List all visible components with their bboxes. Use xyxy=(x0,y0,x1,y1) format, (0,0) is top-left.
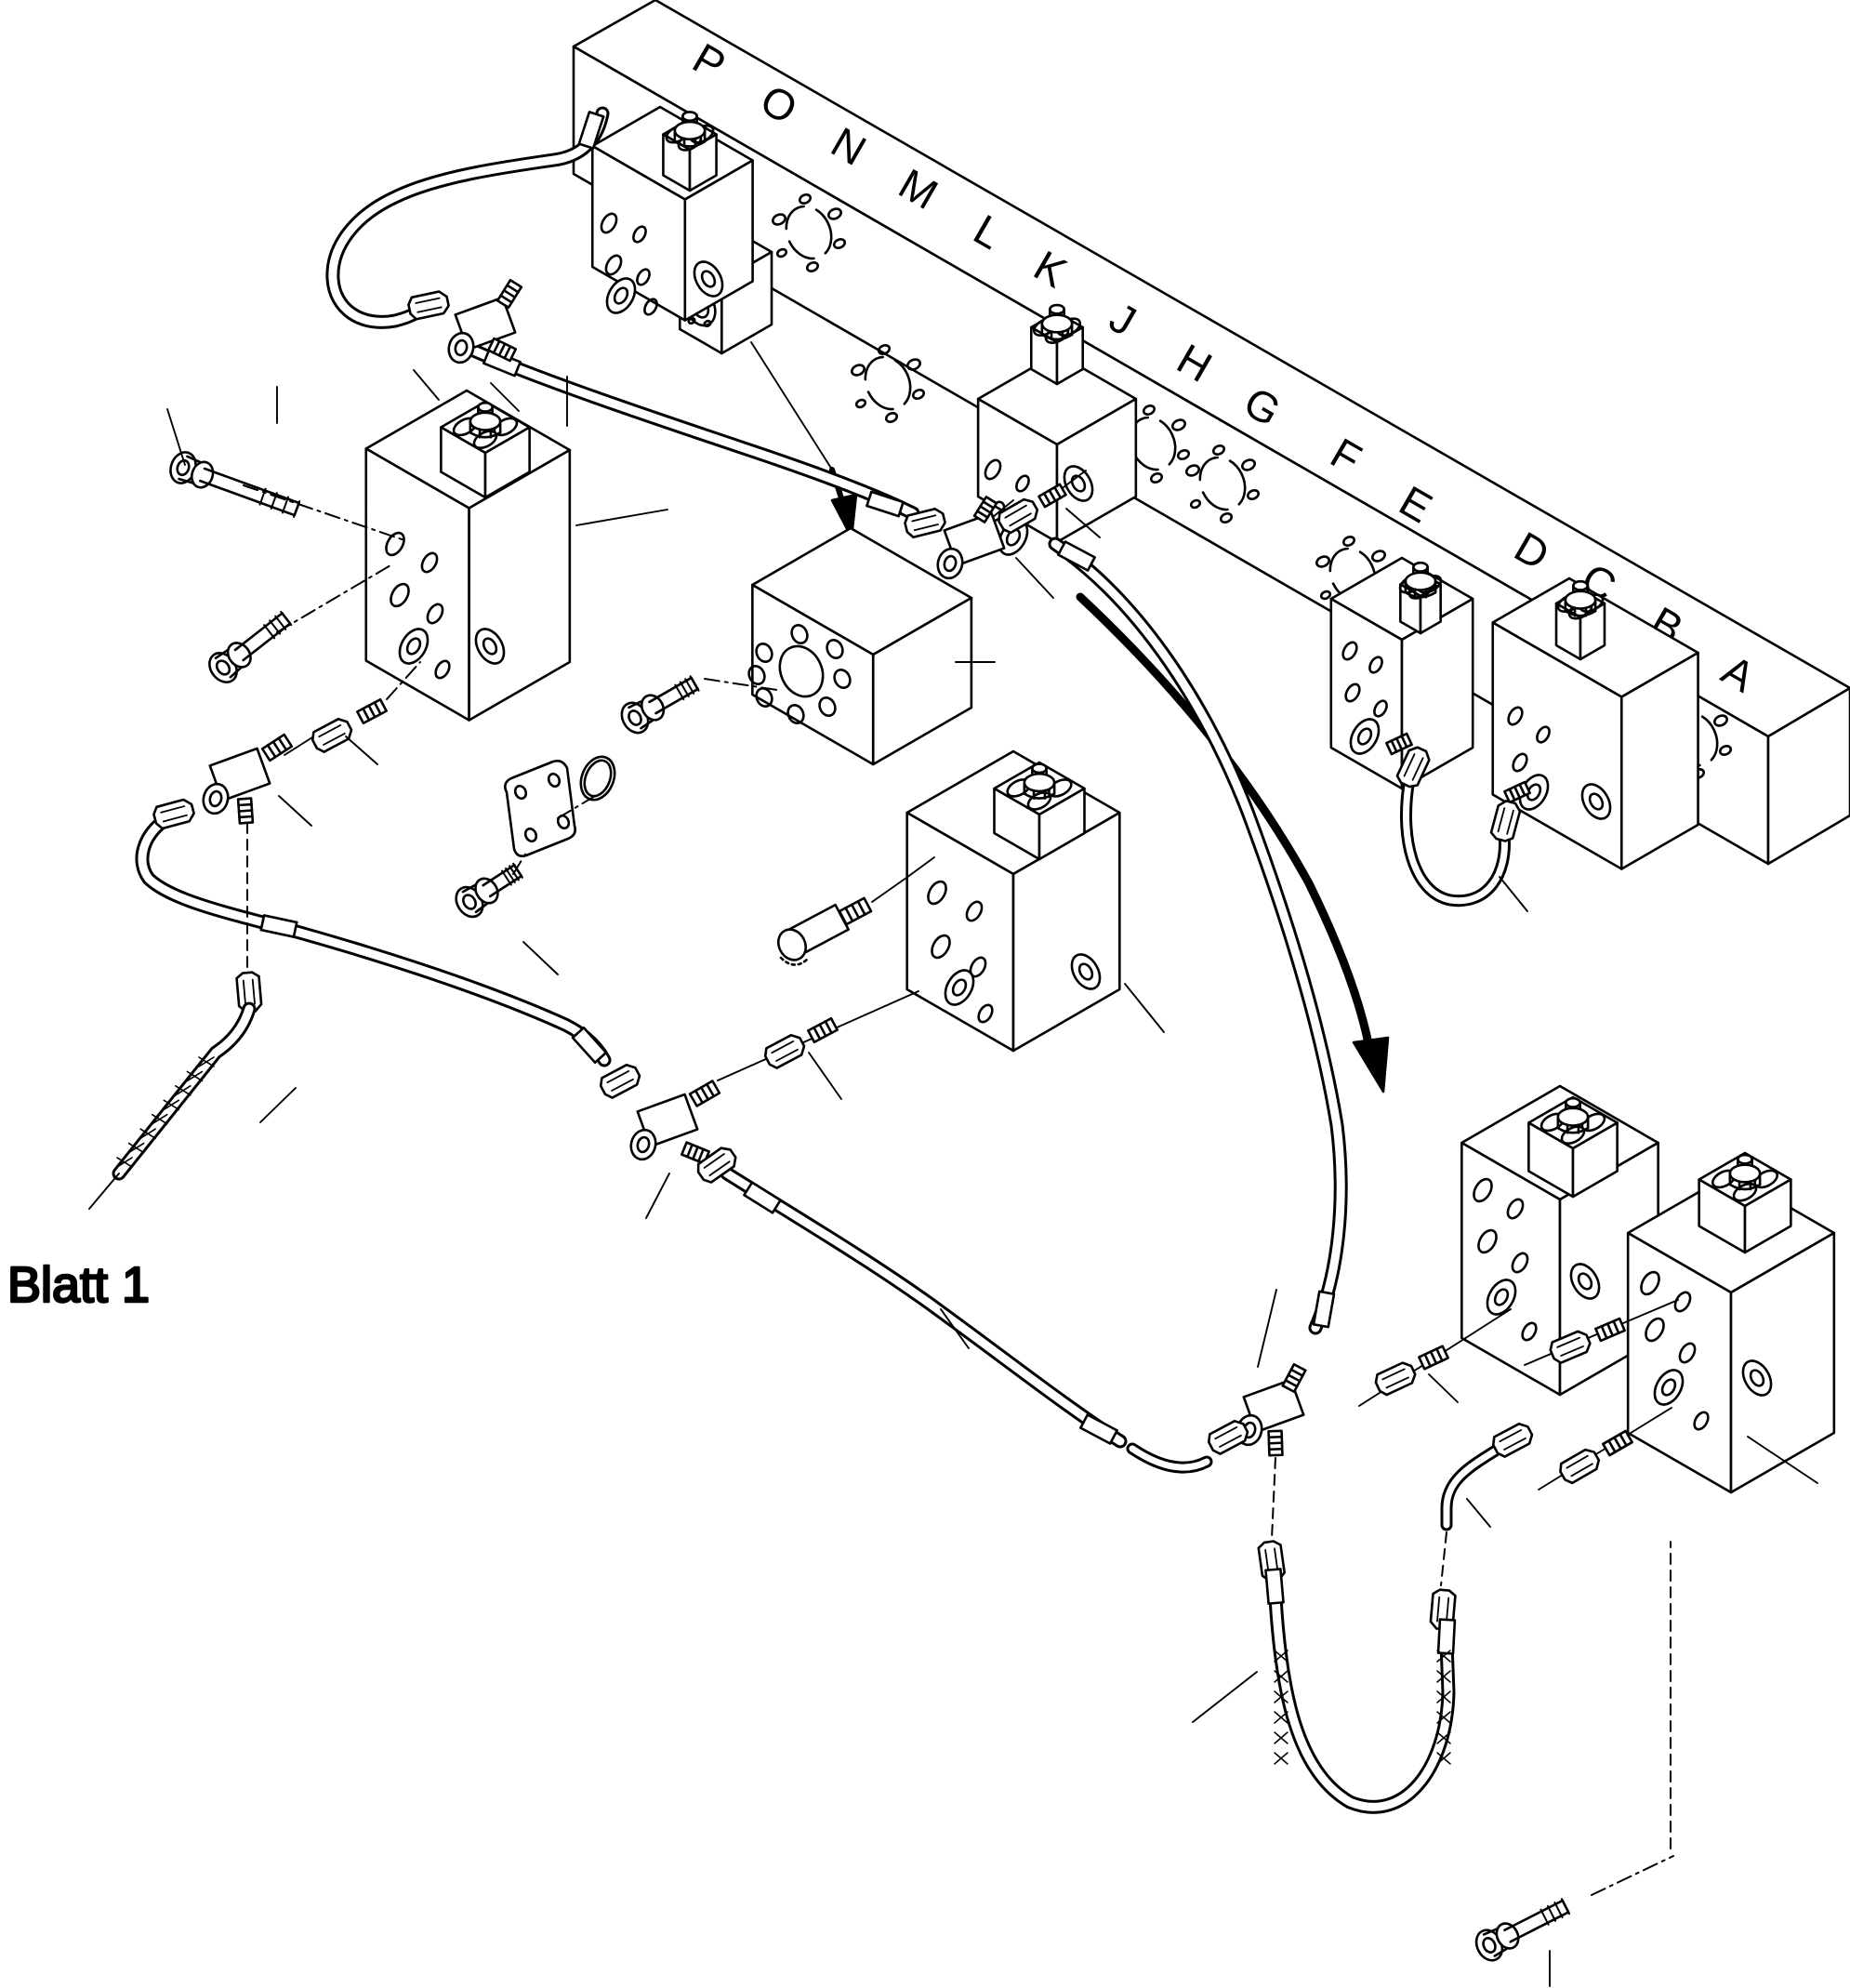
elbow-fitting-right xyxy=(1440,1423,1534,1586)
valve-block-kj xyxy=(976,303,1138,556)
valve-block-pn xyxy=(590,105,754,322)
sheet-reference-label: Blatt 1 xyxy=(7,1257,150,1313)
leader-lines xyxy=(166,369,1818,1987)
straight-fitting-mid xyxy=(1524,1299,1679,1366)
rail-valve-blocks xyxy=(590,105,1699,912)
straight-fitting-br xyxy=(1538,1407,1672,1491)
valve-block-left-detail xyxy=(169,389,572,722)
tee-fitting-kj xyxy=(904,470,1087,580)
valve-block-centre-detail xyxy=(905,749,1121,1053)
mounting-screw-bottom xyxy=(1474,1541,1674,1962)
straight-fitting-bl xyxy=(1358,1308,1512,1407)
tee-fitting-bottom xyxy=(1207,1362,1307,1540)
valve-block-dc-left xyxy=(1329,556,1474,790)
tee-fitting-pn xyxy=(407,278,523,364)
cover-plate-oring xyxy=(455,675,778,919)
u-hose-bottom xyxy=(1257,1540,1457,1814)
fittings-and-blocks xyxy=(88,278,1836,1962)
tee-fitting-left xyxy=(152,661,421,979)
u-hose-rail-pair xyxy=(1385,732,1531,912)
hoses xyxy=(135,106,1348,1474)
spacer-cube-block xyxy=(747,526,996,766)
valve-block-cb-right xyxy=(1491,577,1699,870)
tee-fitting-centre xyxy=(599,990,919,1184)
plug-fitting-capped xyxy=(776,856,935,966)
braided-hose-offsheet xyxy=(88,971,263,1210)
detail-arrows xyxy=(750,341,1390,1093)
valve-block-br-right xyxy=(1626,1151,1836,1494)
